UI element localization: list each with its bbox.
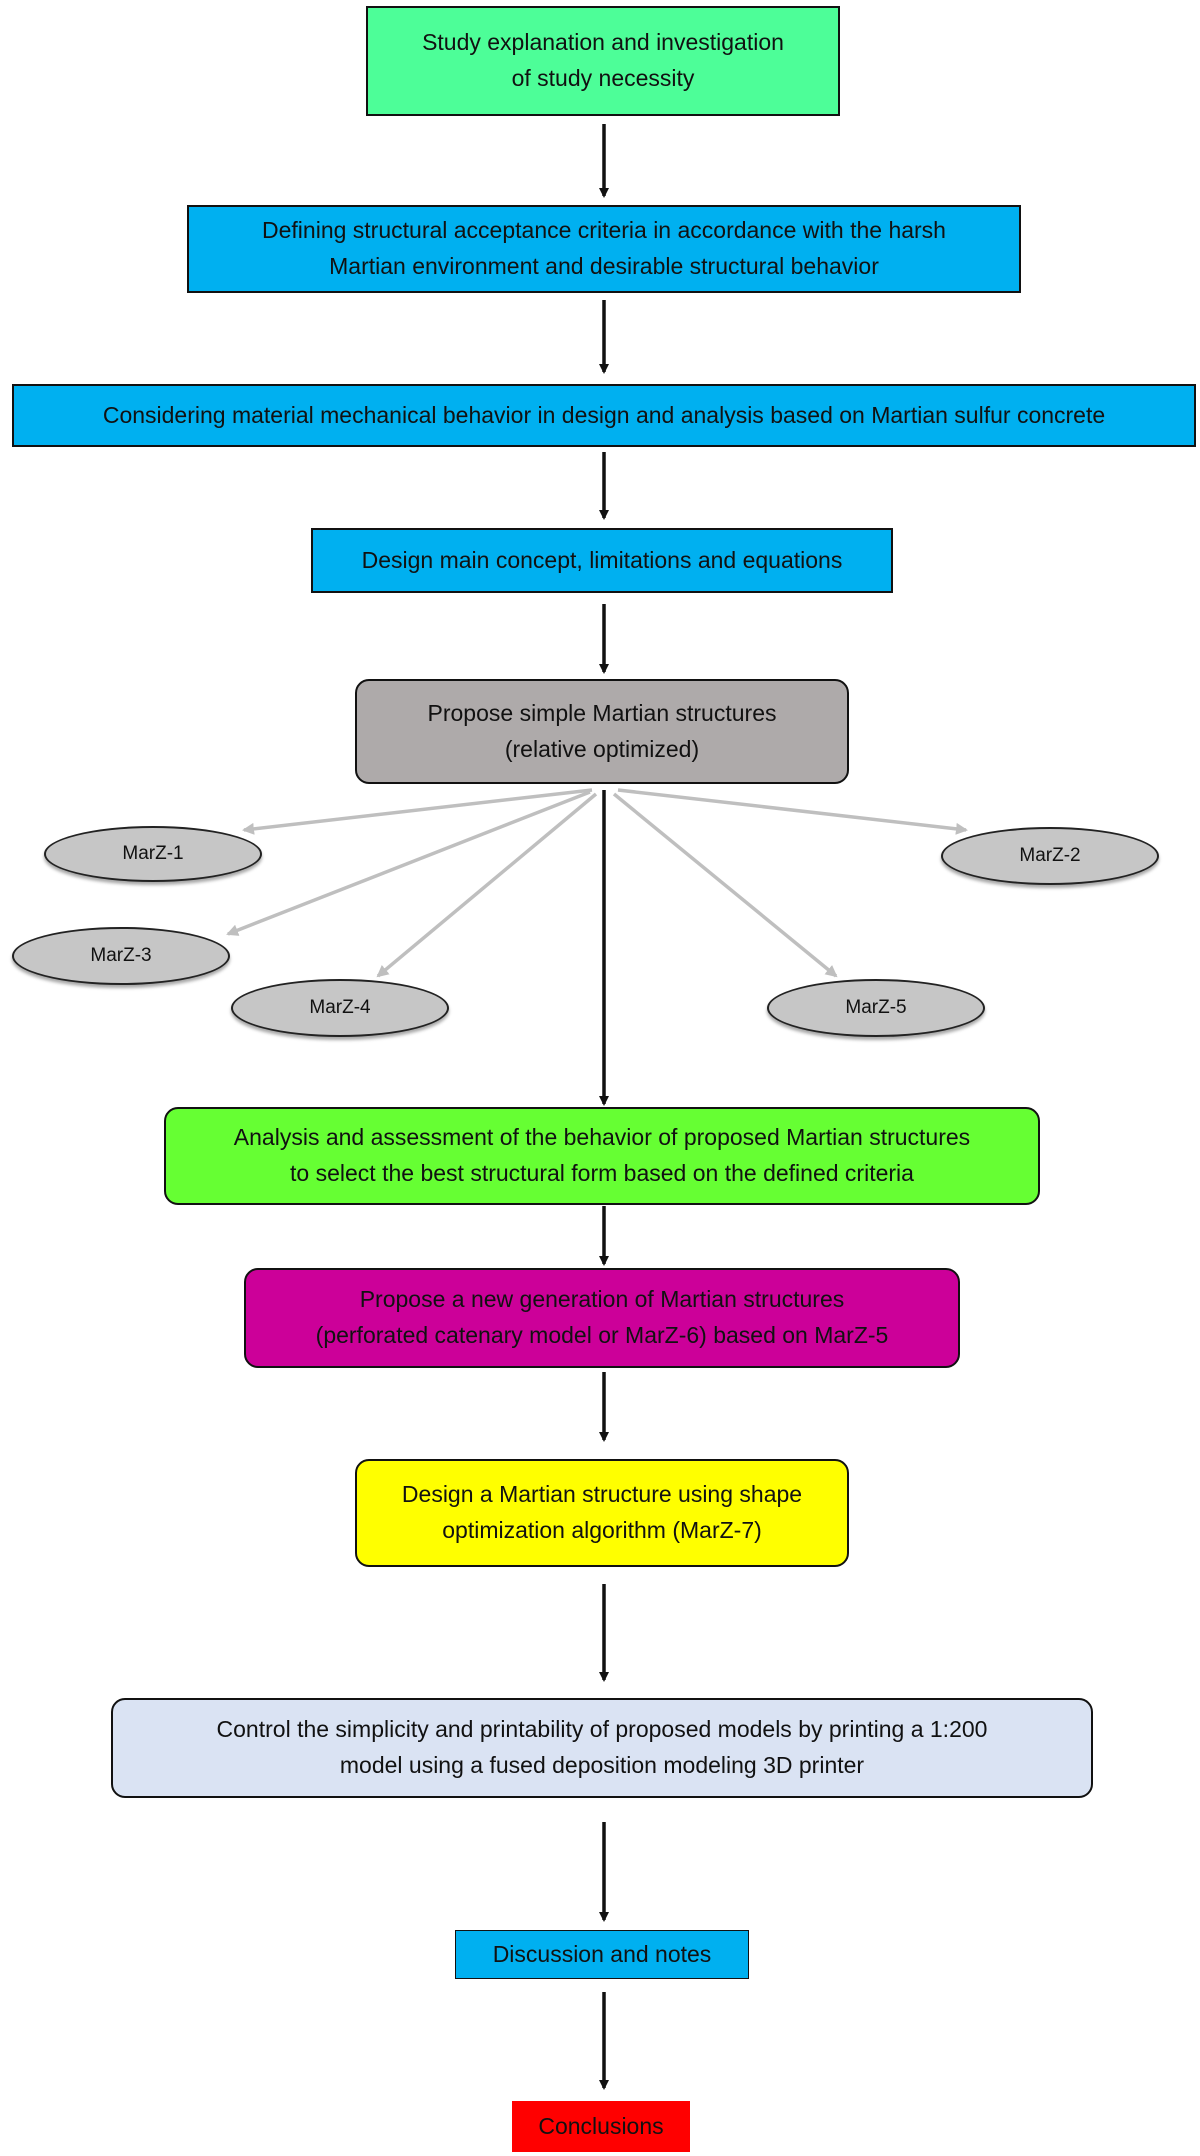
step-material-behavior: Considering material mechanical behavior…: [12, 384, 1196, 447]
step-conclusions-text: Conclusions: [538, 2112, 664, 2139]
branch-arrow-marz-5: [612, 792, 838, 978]
marz-1-label: MarZ-1: [122, 843, 184, 864]
marz-4-ellipse: MarZ-4: [231, 979, 449, 1037]
step-new-generation: Propose a new generation of Martian stru…: [244, 1268, 960, 1368]
step-design-concept: Design main concept, limitations and equ…: [311, 528, 893, 593]
step-design-concept-text: Design main concept, limitations and equ…: [361, 546, 843, 573]
step-discussion-notes-text: Discussion and notes: [492, 1940, 712, 1967]
step-analysis-assessment: Analysis and assessment of the behavior …: [164, 1107, 1040, 1205]
marz-1-ellipse: MarZ-1: [44, 826, 262, 882]
step-material-behavior-text: Considering material mechanical behavior…: [102, 401, 1106, 428]
marz-3-ellipse: MarZ-3: [12, 927, 230, 985]
step-acceptance-criteria-text: Defining structural acceptance criteria …: [262, 217, 946, 279]
branch-arrow-marz-1: [242, 788, 593, 835]
marz-5-label: MarZ-5: [845, 997, 907, 1018]
branch-arrow-marz-2: [617, 788, 968, 835]
branch-arrow-marz-4: [376, 792, 598, 978]
step-propose-simple-structures: Propose simple Martian structures (relat…: [355, 679, 849, 784]
marz-4-label: MarZ-4: [309, 997, 371, 1018]
step-acceptance-criteria: Defining structural acceptance criteria …: [187, 205, 1021, 293]
marz-3-label: MarZ-3: [90, 945, 152, 966]
marz-5-ellipse: MarZ-5: [767, 979, 985, 1037]
branch-arrow-marz-3: [226, 790, 591, 936]
step-new-generation-text: Propose a new generation of Martian stru…: [315, 1286, 889, 1348]
marz-2-label: MarZ-2: [1019, 845, 1081, 866]
step-analysis-assessment-text: Analysis and assessment of the behavior …: [233, 1124, 971, 1186]
step-study-explanation: Study explanation and investigation of s…: [366, 6, 840, 116]
step-printability-control: Control the simplicity and printability …: [111, 1698, 1093, 1798]
step-study-explanation-text: Study explanation and investigation of s…: [422, 29, 784, 91]
step-printability-control-text: Control the simplicity and printability …: [216, 1716, 988, 1778]
step-shape-optimization: Design a Martian structure using shape o…: [355, 1459, 849, 1567]
marz-2-ellipse: MarZ-2: [941, 827, 1159, 885]
step-propose-simple-structures-text: Propose simple Martian structures (relat…: [427, 699, 777, 762]
step-discussion-notes: Discussion and notes: [455, 1930, 749, 1979]
step-conclusions: Conclusions: [512, 2101, 690, 2152]
step-shape-optimization-text: Design a Martian structure using shape o…: [401, 1481, 803, 1543]
